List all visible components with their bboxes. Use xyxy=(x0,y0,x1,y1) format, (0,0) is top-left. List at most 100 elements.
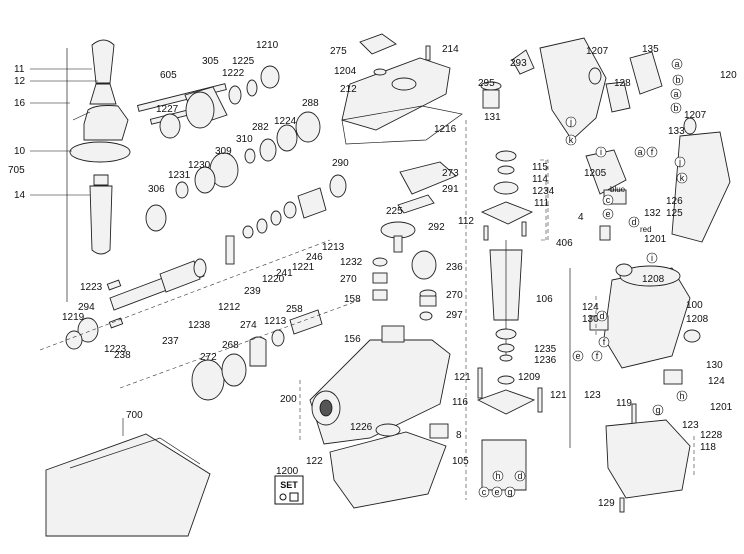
label-295: 295 xyxy=(478,78,495,89)
label-274: 274 xyxy=(240,320,257,331)
label-1216: 1216 xyxy=(434,124,457,135)
wire-letter-a2: a xyxy=(673,89,678,99)
label-705: 705 xyxy=(8,165,25,176)
wire-note-blue: blue xyxy=(610,185,626,194)
label-246: 246 xyxy=(306,252,323,263)
label-129: 129 xyxy=(598,498,615,509)
wire-letter-h1: h xyxy=(679,391,684,401)
wire-letter-f1: f xyxy=(651,147,654,157)
label-114: 114 xyxy=(532,174,548,185)
wire-letter-d2: d xyxy=(599,311,604,321)
label-124: 124 xyxy=(582,302,599,313)
label-14: 14 xyxy=(14,190,26,201)
label-272: 272 xyxy=(200,352,217,363)
label-306: 306 xyxy=(148,184,165,195)
wire-letter-e2: e xyxy=(575,351,580,361)
main-handle xyxy=(480,37,731,243)
label-200: 200 xyxy=(280,394,297,405)
label-1208b: 1208 xyxy=(686,314,709,325)
set-badge-text: SET xyxy=(280,480,298,490)
wire-letter-f3: f xyxy=(596,351,599,361)
label-126: 126 xyxy=(666,196,683,207)
label-1238: 1238 xyxy=(188,320,211,331)
wire-letter-g2: g xyxy=(507,487,512,497)
wire-letter-c1: c xyxy=(606,195,611,205)
spindle-assembly xyxy=(39,239,331,351)
label-12: 12 xyxy=(14,76,26,87)
label-1220: 1220 xyxy=(262,274,285,285)
label-1201b: 1201 xyxy=(710,402,733,413)
label-130: 130 xyxy=(582,314,599,325)
motor-housing-base xyxy=(329,423,449,509)
label-1235: 1235 xyxy=(534,344,557,355)
wire-letter-k2: k xyxy=(680,173,685,183)
label-116: 116 xyxy=(452,397,468,408)
wire-letter-c2: c xyxy=(482,487,487,497)
gear-housing xyxy=(309,221,451,445)
wire-letter-g1: g xyxy=(655,405,660,415)
label-406: 406 xyxy=(556,238,573,249)
wire-letter-d3: d xyxy=(517,471,522,481)
label-125: 125 xyxy=(666,208,683,219)
wire-letter-j2: j xyxy=(678,157,681,167)
label-1227: 1227 xyxy=(156,104,179,115)
label-1224: 1224 xyxy=(274,116,297,127)
wire-note-red: red xyxy=(640,225,652,234)
label-293: 293 xyxy=(510,58,527,69)
label-1226: 1226 xyxy=(350,422,373,433)
label-1200: 1200 xyxy=(276,466,299,477)
label-158: 158 xyxy=(344,294,361,305)
label-120: 120 xyxy=(720,70,737,81)
drive-parts xyxy=(191,309,323,401)
label-130b: 130 xyxy=(706,360,723,371)
label-121b: 121 xyxy=(550,390,567,401)
wire-letter-d1: d xyxy=(631,217,636,227)
label-1219: 1219 xyxy=(62,312,85,323)
label-268: 268 xyxy=(222,340,239,351)
label-100: 100 xyxy=(686,300,703,311)
label-121: 121 xyxy=(454,372,471,383)
label-123b: 123 xyxy=(682,420,699,431)
label-1210: 1210 xyxy=(256,40,279,51)
label-225: 225 xyxy=(386,206,403,217)
top-cover xyxy=(341,33,463,214)
label-1225: 1225 xyxy=(232,56,255,67)
label-1204: 1204 xyxy=(334,66,357,77)
label-156: 156 xyxy=(344,334,361,345)
label-122: 122 xyxy=(306,456,323,467)
label-214: 214 xyxy=(442,44,459,55)
label-305: 305 xyxy=(202,56,219,67)
label-1212: 1212 xyxy=(218,302,241,313)
label-282: 282 xyxy=(252,122,269,133)
label-1223b: 1223 xyxy=(104,344,127,355)
label-4: 4 xyxy=(578,212,584,223)
label-1228: 1228 xyxy=(700,430,723,441)
label-16: 16 xyxy=(14,98,26,109)
label-105: 105 xyxy=(452,456,469,467)
label-106: 106 xyxy=(536,294,553,305)
wire-letter-l1: i xyxy=(651,253,653,263)
label-111: 111 xyxy=(534,198,550,209)
label-237: 237 xyxy=(162,336,179,347)
label-132: 132 xyxy=(644,208,661,219)
wire-letter-a1: a xyxy=(674,59,679,69)
label-236: 236 xyxy=(446,262,463,273)
wire-letter-b2: b xyxy=(673,103,678,113)
label-309: 309 xyxy=(215,146,232,157)
label-124b: 124 xyxy=(708,376,725,387)
label-1232: 1232 xyxy=(340,257,363,268)
assembly-guide-lines xyxy=(119,159,695,476)
label-1207: 1207 xyxy=(586,46,609,57)
label-241: 241 xyxy=(276,268,293,279)
label-1223: 1223 xyxy=(80,282,103,293)
label-10: 10 xyxy=(14,146,26,157)
label-119: 119 xyxy=(616,398,632,409)
motor-parts xyxy=(465,120,543,500)
label-1236: 1236 xyxy=(534,355,557,366)
label-239: 239 xyxy=(244,286,261,297)
label-270b: 270 xyxy=(446,290,463,301)
label-128: 128 xyxy=(614,78,631,89)
label-291: 291 xyxy=(442,184,459,195)
label-8: 8 xyxy=(456,430,462,441)
